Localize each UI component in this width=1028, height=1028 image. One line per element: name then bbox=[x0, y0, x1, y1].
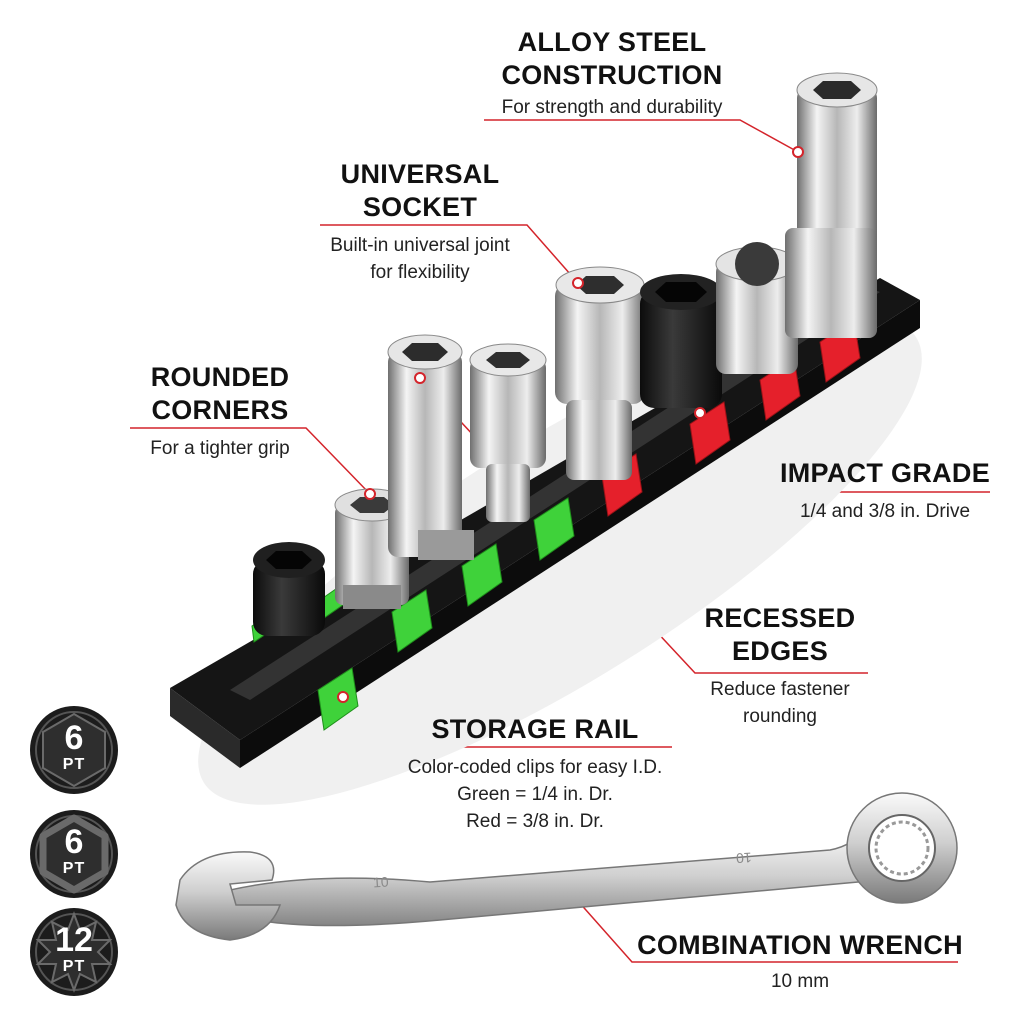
alloy-leader bbox=[484, 119, 799, 153]
callout-desc: 10 mm bbox=[770, 971, 830, 992]
callout-title: EDGES bbox=[731, 636, 829, 666]
rounded-hex-6pt-icon bbox=[30, 810, 118, 898]
universal-leader bbox=[320, 224, 579, 284]
badge-number: 6 bbox=[64, 719, 84, 757]
callout-rounded-corners: ROUNDED CORNERS For a tighter grip bbox=[110, 361, 330, 462]
callout-title: RECESSED bbox=[704, 603, 856, 633]
wrench-marking: 10 bbox=[372, 873, 390, 891]
callout-desc: Red = 3/8 in. Dr. bbox=[466, 811, 604, 832]
impact-socket-large bbox=[640, 274, 722, 408]
callout-title: ALLOY STEEL bbox=[517, 27, 707, 57]
callout-title: CONSTRUCTION bbox=[501, 60, 723, 90]
badge-number: 12 bbox=[55, 921, 93, 959]
callout-desc: rounding bbox=[743, 706, 817, 727]
callout-recessed-edges: RECESSED EDGES Reduce fastener rounding bbox=[680, 602, 880, 730]
callout-title: ROUNDED bbox=[150, 362, 290, 392]
callout-storage-rail: STORAGE RAIL Color-coded clips for easy … bbox=[380, 713, 690, 835]
callout-desc: Reduce fastener bbox=[710, 679, 850, 700]
rounded-leader bbox=[130, 427, 371, 495]
universal-socket-small bbox=[469, 343, 547, 522]
badge-unit: PT bbox=[62, 958, 86, 975]
combination-wrench bbox=[175, 792, 958, 941]
deep-socket bbox=[387, 334, 474, 560]
tall-deep-socket bbox=[785, 72, 878, 338]
badge-unit: PT bbox=[62, 756, 86, 773]
callout-impact-grade: IMPACT GRADE 1/4 and 3/8 in. Drive bbox=[775, 457, 995, 525]
callout-desc: For strength and durability bbox=[501, 97, 723, 118]
badge-number: 6 bbox=[64, 823, 84, 861]
callout-desc: For a tighter grip bbox=[150, 438, 290, 459]
badge-12pt: 12 PT bbox=[28, 906, 120, 998]
wrench-leader bbox=[561, 882, 958, 963]
impact-socket-small bbox=[253, 542, 325, 636]
callout-title: CORNERS bbox=[151, 395, 289, 425]
callout-desc: Built-in universal joint bbox=[330, 235, 510, 256]
callout-title: COMBINATION WRENCH bbox=[637, 930, 963, 960]
twelve-point-socket bbox=[715, 242, 799, 374]
green-clips bbox=[251, 497, 575, 731]
badge-6pt-rounded: 6 PT bbox=[28, 808, 120, 900]
callout-desc: Color-coded clips for easy I.D. bbox=[407, 757, 663, 778]
callout-combination-wrench: COMBINATION WRENCH 10 mm bbox=[630, 929, 970, 995]
callout-title: STORAGE RAIL bbox=[431, 714, 639, 744]
wrench-marking-ring: 10 bbox=[735, 849, 753, 867]
star-12pt-icon bbox=[30, 908, 118, 996]
callout-desc: Green = 1/4 in. Dr. bbox=[457, 784, 613, 805]
callout-title: SOCKET bbox=[362, 192, 478, 222]
callout-alloy-steel: ALLOY STEEL CONSTRUCTION For strength an… bbox=[484, 26, 740, 121]
badge-6pt-hex: 6 PT bbox=[28, 704, 120, 796]
badge-unit: PT bbox=[62, 860, 86, 877]
hex-6pt-icon bbox=[30, 706, 118, 794]
callout-desc: 1/4 and 3/8 in. Drive bbox=[799, 501, 971, 522]
callout-title: UNIVERSAL bbox=[340, 159, 500, 189]
callout-desc: for flexibility bbox=[370, 262, 470, 283]
universal-socket-large bbox=[555, 266, 645, 480]
callout-title: IMPACT GRADE bbox=[779, 458, 991, 488]
callout-universal-socket: UNIVERSAL SOCKET Built-in universal join… bbox=[300, 158, 540, 286]
